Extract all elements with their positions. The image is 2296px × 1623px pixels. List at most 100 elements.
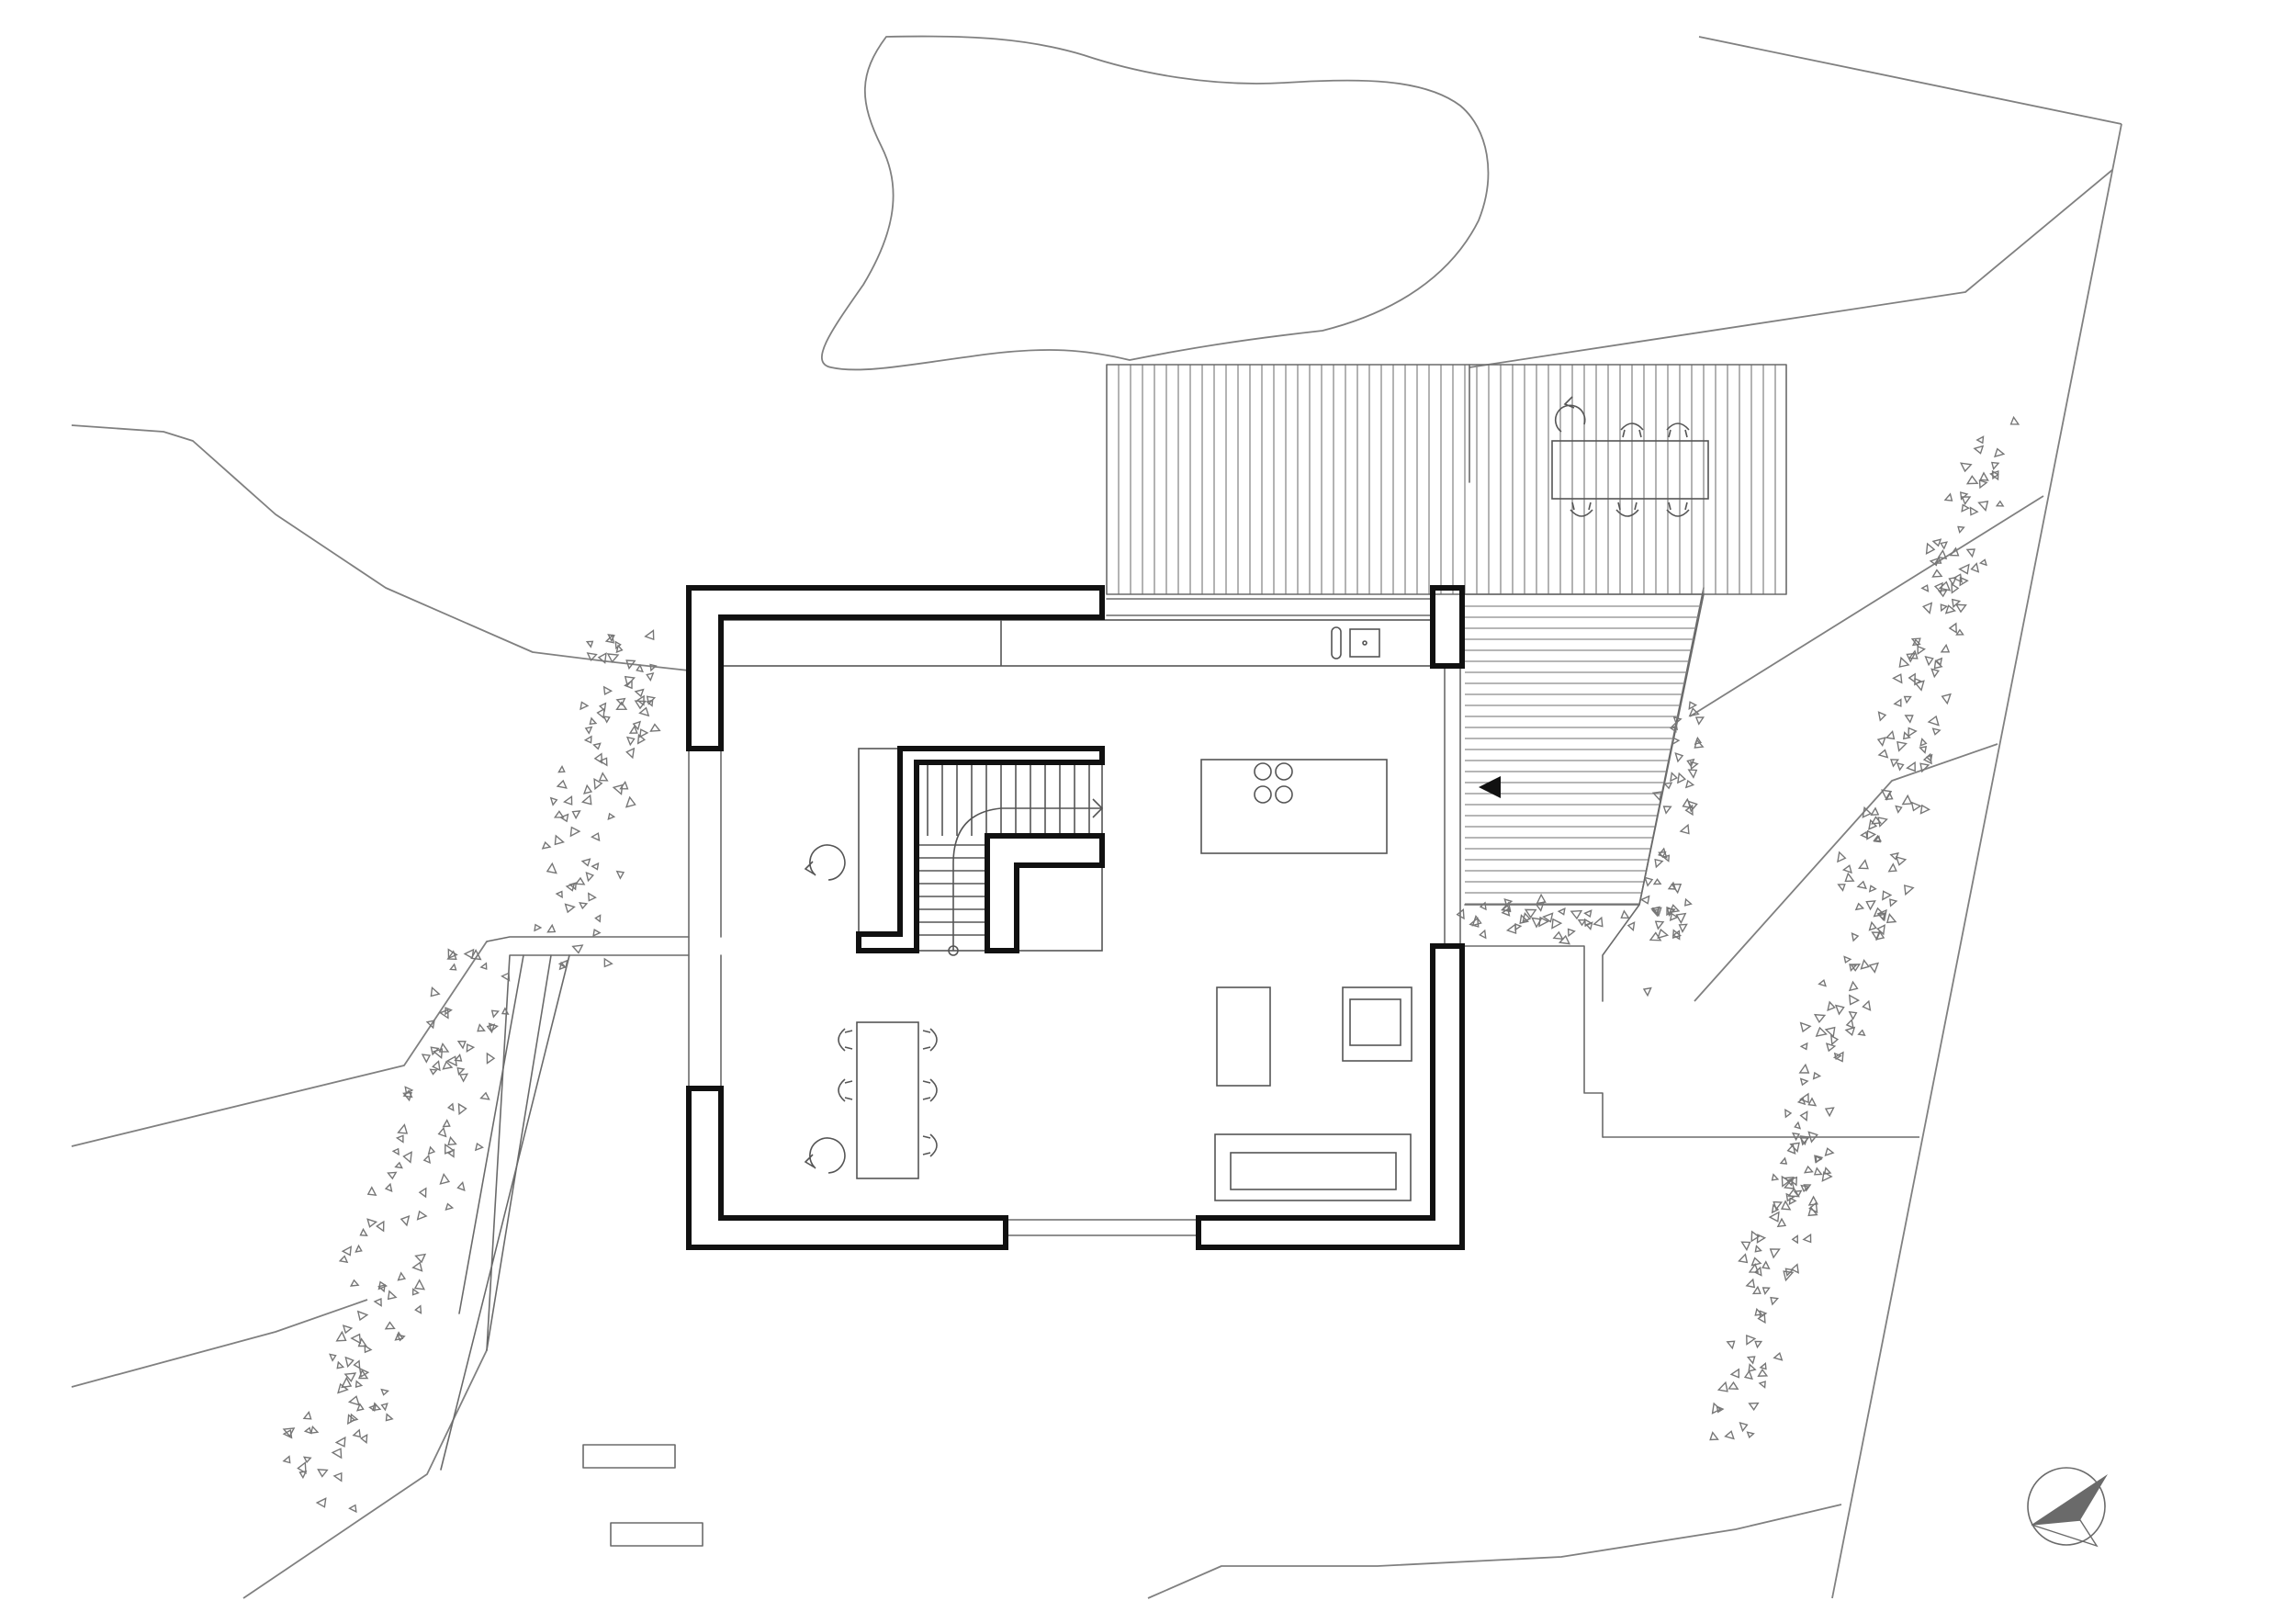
plant-leaf (625, 736, 636, 747)
plant-leaf (1957, 525, 1965, 535)
sink-small (1331, 626, 1342, 659)
terrain-line-south-east (1147, 1504, 1842, 1599)
plant-leaf (1961, 503, 1970, 513)
plant-leaf (368, 1403, 377, 1412)
dining-chair-5 (922, 1133, 938, 1157)
plant-leaf (384, 1321, 396, 1330)
plant-leaf (1927, 715, 1940, 727)
plant-leaf (1783, 1270, 1795, 1282)
plant-leaf (1860, 830, 1868, 840)
plant-leaf (1889, 898, 1898, 907)
plant-leaf (1989, 469, 1999, 481)
plant-leaf (1818, 979, 1827, 987)
plant-leaf (598, 772, 609, 782)
plant-leaf (1844, 872, 1855, 883)
kitchen-island (1200, 759, 1388, 854)
plant-leaf (598, 757, 608, 767)
plant-leaf (571, 944, 584, 954)
stair-start-marker (948, 945, 959, 956)
plant-leaf (1860, 959, 1870, 970)
plant-leaf (1908, 727, 1918, 738)
plant-leaf (612, 783, 624, 795)
plant-leaf (569, 826, 581, 838)
plant-leaf (355, 1380, 364, 1389)
plant-leaf (1973, 445, 1985, 455)
plant-leaf (1887, 862, 1897, 873)
plant-leaf (1649, 931, 1662, 941)
plant-leaf (1694, 738, 1705, 749)
plant-leaf (1910, 801, 1922, 812)
stepping-stone-1 (582, 1444, 676, 1469)
plant-leaf (1824, 1107, 1835, 1118)
plant-leaf (358, 1367, 370, 1378)
plant-leaf (1642, 986, 1652, 997)
plant-leaf (639, 728, 649, 738)
plant-leaf (1791, 1132, 1801, 1142)
plant-leaf (364, 1344, 373, 1354)
stair-direction-line (952, 807, 1102, 951)
plant-leaf (614, 640, 622, 650)
plant-leaf (1837, 851, 1847, 863)
plant-leaf (429, 1068, 438, 1076)
plant-leaf (1940, 643, 1951, 653)
plant-leaf (1773, 1200, 1784, 1211)
plant-leaf (1812, 1071, 1822, 1080)
plant-leaf (1654, 858, 1664, 869)
plant-leaf (1868, 962, 1880, 974)
plant-leaf (558, 961, 567, 971)
house-interior (688, 598, 1461, 1236)
plant-leaf (411, 1288, 420, 1296)
plant-leaf (353, 1359, 361, 1369)
plant-leaf (1748, 1363, 1757, 1372)
plant-leaf (1880, 789, 1893, 801)
plant-leaf (317, 1469, 329, 1478)
plant-leaf (303, 1426, 312, 1435)
plant-leaf (564, 903, 576, 914)
plant-leaf (1830, 1034, 1840, 1046)
plant-leaf (1931, 538, 1942, 547)
plant-leaf (1925, 542, 1936, 556)
plant-leaf (1751, 1285, 1761, 1295)
plant-leaf (1901, 794, 1913, 806)
plant-leaf (302, 1456, 312, 1464)
deck-east-outline (1464, 593, 1705, 906)
stair-landing-outline (858, 748, 1103, 952)
plant-leaf (1687, 769, 1698, 779)
plant-leaf (414, 1304, 422, 1314)
plant-leaf (636, 733, 647, 745)
hob-burner-1 (1254, 762, 1272, 781)
plant-leaf (1868, 920, 1877, 931)
plant-leaf (1856, 880, 1867, 890)
plant-leaf (1663, 782, 1673, 790)
plant-leaf (1882, 890, 1893, 901)
plant-leaf (1756, 1234, 1767, 1244)
plant-leaf (1784, 1109, 1793, 1119)
plant-leaf (1671, 883, 1683, 895)
plant-leaf (1978, 479, 1988, 490)
coffee-table (1216, 986, 1271, 1087)
plant-leaf (1959, 576, 1969, 587)
plant-leaf (580, 858, 591, 867)
plant-leaf (1652, 878, 1662, 885)
plant-leaf (1848, 1010, 1858, 1020)
plant-leaf (1551, 918, 1563, 930)
plant-leaf (557, 765, 566, 773)
terrain-line-south-west-3 (242, 1349, 488, 1599)
sink (1349, 628, 1380, 658)
plant-leaf (1898, 656, 1910, 668)
dining-table (856, 1021, 919, 1179)
wooden-deck-east (1465, 605, 1702, 905)
plant-leaf (1679, 823, 1690, 835)
plant-leaf (454, 1054, 463, 1062)
plant-leaf (1961, 496, 1972, 506)
plant-leaf (1917, 645, 1926, 656)
dining-chair-4 (922, 1078, 938, 1102)
plant-leaf (442, 1119, 451, 1128)
plant-leaf (479, 1091, 490, 1100)
plant-leaf (427, 1145, 436, 1155)
plant-leaf (1570, 909, 1583, 920)
plant-leaf (421, 1054, 432, 1064)
plant-leaf (1944, 604, 1956, 614)
plant-leaf (1892, 673, 1903, 684)
plant-leaf (1684, 779, 1695, 789)
